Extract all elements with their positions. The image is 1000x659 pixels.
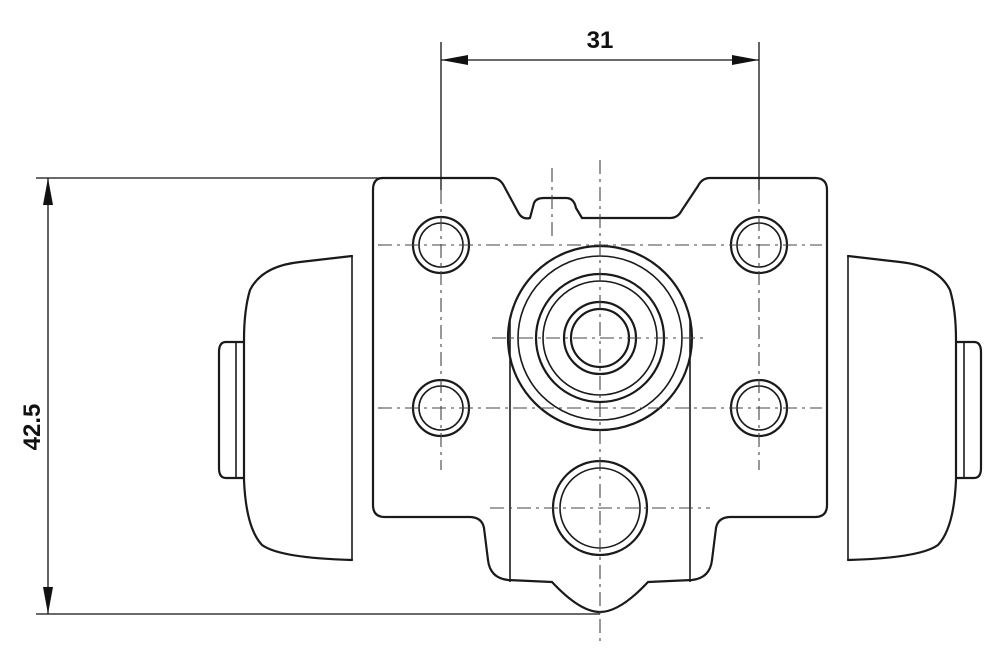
- left-boot: [242, 254, 354, 562]
- left-piston-stub: [217, 340, 246, 480]
- width-arrow-left: [441, 55, 468, 65]
- center-boss: [509, 318, 691, 582]
- height-dimension-label: 42.5: [19, 404, 46, 451]
- right-boot: [846, 254, 958, 562]
- cylinder-body: [371, 176, 829, 614]
- width-dimension-label: 31: [587, 27, 614, 54]
- width-arrow-right: [732, 55, 759, 65]
- width-dimension: 31: [440, 27, 760, 190]
- height-arrow-top: [43, 178, 53, 205]
- height-arrow-bottom: [43, 587, 53, 614]
- center-lines: [378, 160, 822, 645]
- height-dimension: 42.5: [19, 177, 600, 615]
- right-piston-stub: [954, 340, 983, 480]
